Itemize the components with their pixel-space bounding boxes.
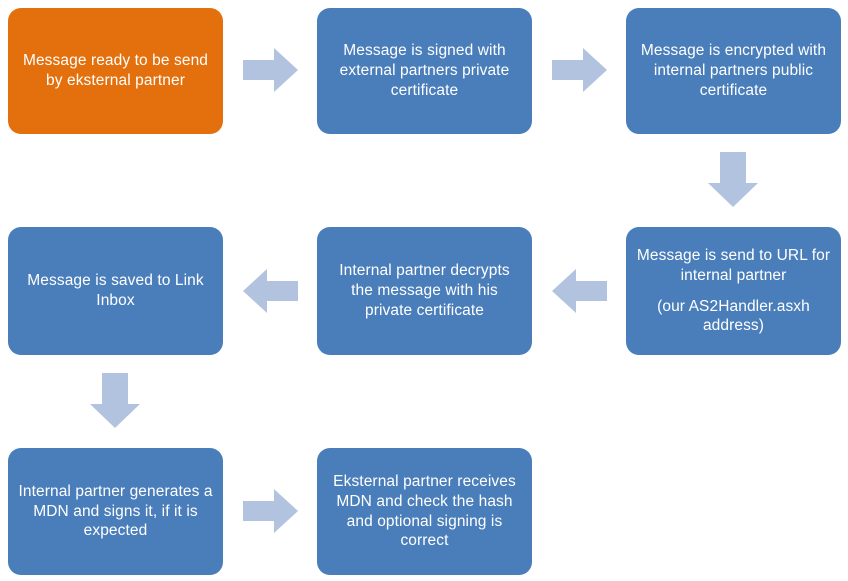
flow-node-text: Message is saved to Link Inbox: [27, 272, 204, 309]
flow-node-message-encrypted[interactable]: Message is encrypted with internal partn…: [626, 8, 841, 134]
arrow-right-1: [243, 47, 299, 93]
flow-node-text-secondary: (our AS2Handler.asxh address): [657, 297, 810, 335]
arrow-down-1: [707, 152, 759, 208]
arrow-down-2: [89, 373, 141, 429]
flow-node-message-ready[interactable]: Message ready to be send by eksternal pa…: [8, 8, 223, 134]
flow-node-text: Internal partner generates a MDN and sig…: [18, 482, 213, 540]
flow-node-eksternal-receives-mdn[interactable]: Eksternal partner receives MDN and check…: [317, 448, 532, 575]
arrow-left-2: [243, 268, 299, 314]
flow-node-message-signed[interactable]: Message is signed with external partners…: [317, 8, 532, 134]
flow-node-text: Message is encrypted with internal partn…: [640, 42, 827, 99]
arrow-left-1: [552, 268, 608, 314]
arrow-right-2: [552, 47, 608, 93]
flow-node-internal-decrypts[interactable]: Internal partner decrypts the message wi…: [317, 227, 532, 355]
arrow-right-3: [243, 488, 299, 534]
flow-node-saved-to-link-inbox[interactable]: Message is saved to Link Inbox: [8, 227, 223, 355]
flow-node-text: Eksternal partner receives MDN and check…: [333, 472, 516, 550]
flow-node-text: Message is signed with external partners…: [339, 42, 510, 99]
flow-node-text: Message is send to URL for internal part…: [636, 246, 831, 284]
flow-node-text: Internal partner decrypts the message wi…: [339, 262, 510, 319]
flow-node-message-sent-to-url[interactable]: Message is send to URL for internal part…: [626, 227, 841, 355]
flow-node-internal-generates-mdn[interactable]: Internal partner generates a MDN and sig…: [8, 448, 223, 575]
flow-node-text: Message ready to be send by eksternal pa…: [22, 52, 209, 89]
